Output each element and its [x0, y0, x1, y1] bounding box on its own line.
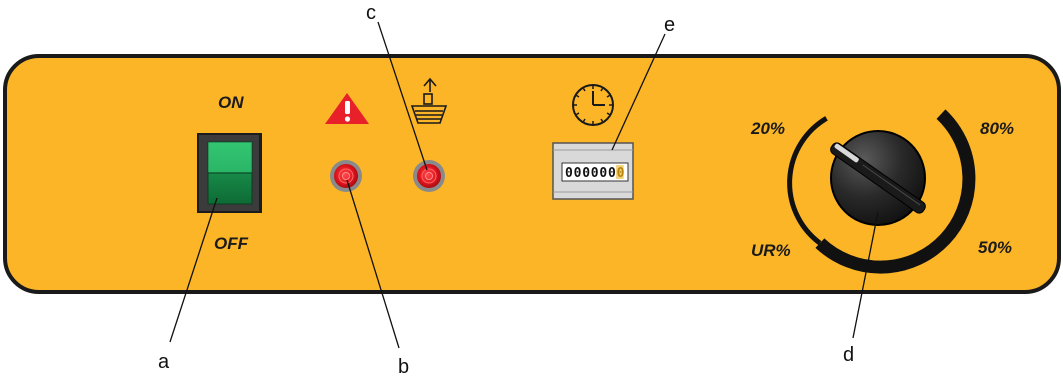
callout-e: e — [664, 14, 675, 36]
counter-digit-cell — [598, 165, 607, 179]
callout-lines — [169, 21, 879, 349]
knob-pointer — [830, 142, 926, 214]
humidity-dial[interactable] — [787, 109, 976, 274]
counter-digit-cell — [590, 165, 598, 179]
counter-digit: 0 — [565, 166, 573, 181]
warning-triangle-icon — [325, 93, 369, 124]
dial-label-mid: 50% — [978, 238, 1012, 257]
counter-digit-cell — [607, 165, 616, 179]
counter-digit-cell — [616, 165, 624, 179]
alarm-indicator-lamp — [330, 160, 362, 192]
switch-off-label: OFF — [214, 234, 249, 253]
callout-d: d — [843, 344, 854, 366]
counter-digit-cell — [581, 165, 590, 179]
power-switch[interactable] — [197, 133, 262, 213]
switch-on-label: ON — [218, 93, 244, 112]
clock-icon — [572, 84, 614, 126]
callout-c: c — [366, 2, 376, 24]
counter-digit: 0 — [617, 166, 625, 181]
tank-full-indicator-lamp — [413, 160, 445, 192]
counter-digit: 0 — [574, 166, 582, 181]
counter-digit: 0 — [599, 166, 607, 181]
counter-digit-cell — [564, 165, 573, 179]
counter-digit-cell — [573, 165, 581, 179]
control-panel — [3, 54, 1061, 294]
counter-digit: 0 — [582, 166, 590, 181]
dial-scale-thick — [815, 109, 976, 274]
dial-scale-thin — [787, 116, 828, 246]
callout-a: a — [158, 351, 170, 373]
dial-label-low: 20% — [750, 119, 785, 138]
dial-label-high: 80% — [980, 119, 1014, 138]
counter-digit: 0 — [591, 166, 599, 181]
callout-b: b — [398, 356, 409, 377]
tank-full-icon — [410, 77, 448, 124]
dial-label-unit: UR% — [751, 241, 791, 260]
counter-digit: 0 — [608, 166, 616, 181]
